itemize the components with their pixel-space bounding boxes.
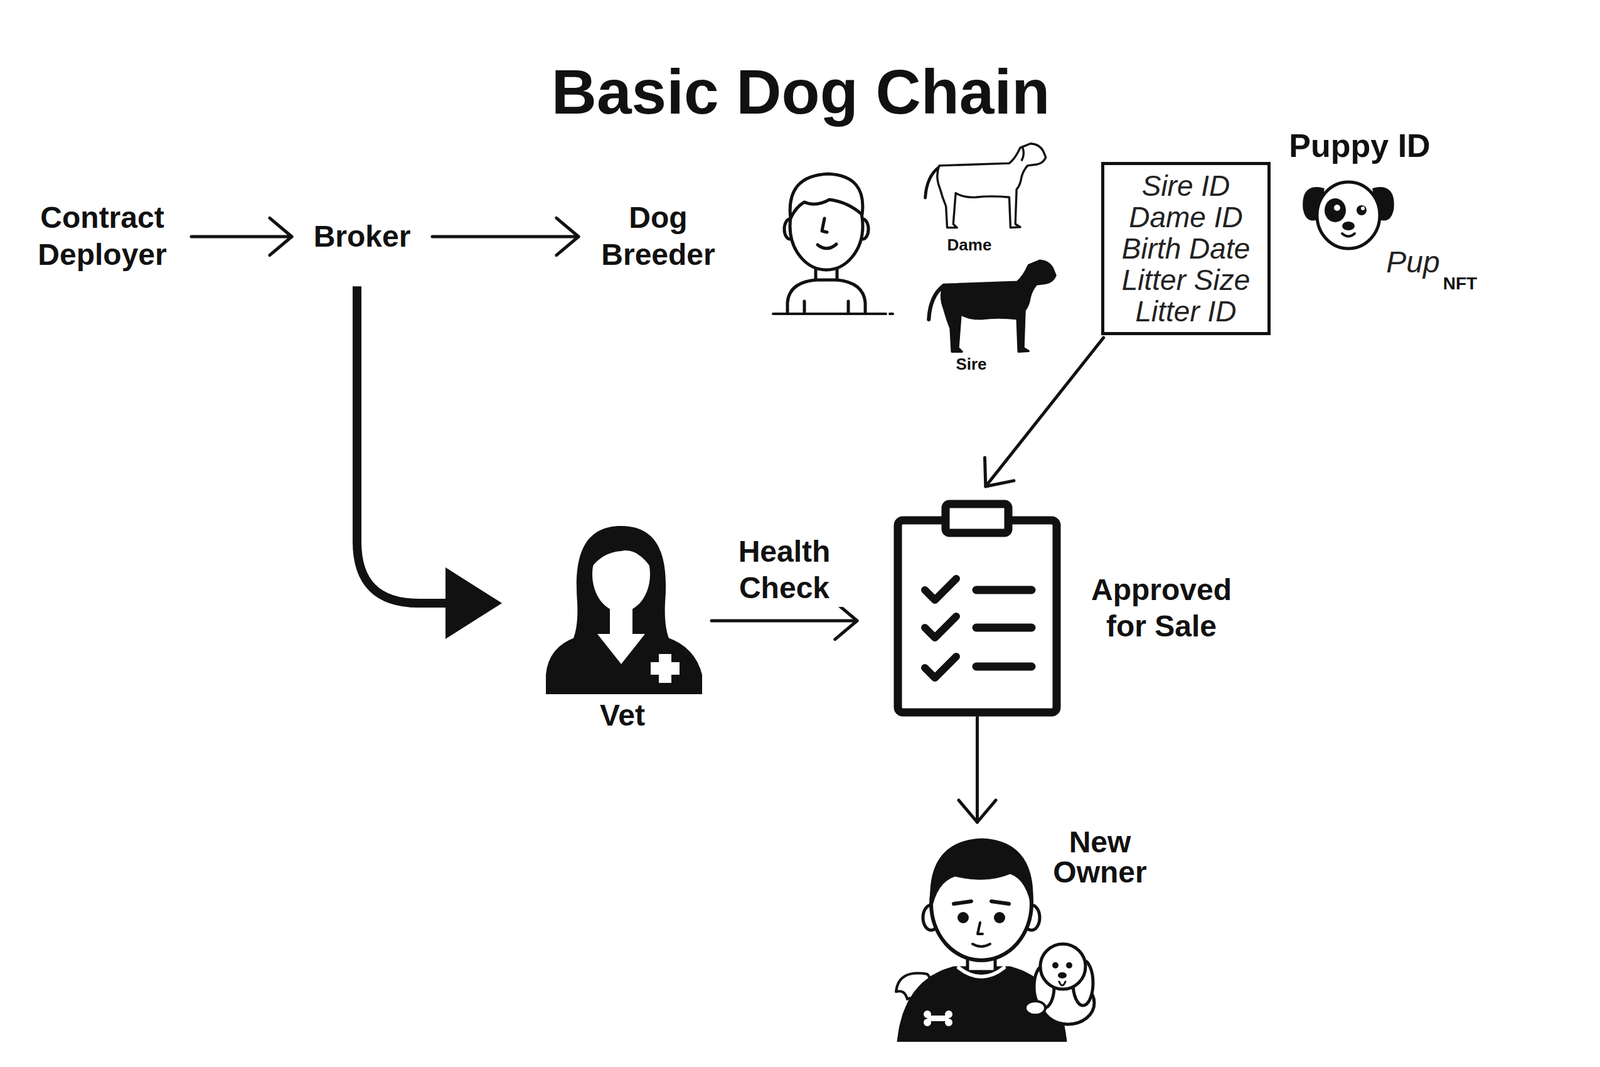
node-text: Dame ID — [1121, 201, 1251, 233]
dame-dog-part — [1021, 147, 1024, 161]
puppy-icon-part — [1360, 206, 1365, 211]
owner-icon-part — [923, 1018, 932, 1026]
puppy-icon-part — [1317, 181, 1380, 249]
node-text: Contract Deployer — [26, 199, 178, 273]
connector-line — [985, 337, 1104, 487]
breeder-icon-part — [804, 301, 849, 312]
connector-line — [975, 717, 979, 822]
connector-line — [357, 286, 447, 603]
clipboard-icon-part — [897, 520, 1057, 713]
node-text: Broker — [305, 218, 419, 256]
owner-icon-part — [930, 838, 1034, 912]
vet-icon — [545, 525, 703, 694]
breeder-icon — [773, 173, 893, 314]
owner-icon-part — [1040, 943, 1086, 989]
node-text: Vet — [540, 700, 704, 731]
owner-icon-part — [972, 943, 991, 947]
breeder-icon-part — [817, 244, 837, 249]
connector — [357, 286, 502, 639]
connector — [984, 337, 1104, 487]
puppy-icon-part — [1333, 204, 1341, 211]
node-text: New Owner — [1046, 826, 1154, 888]
breeder-icon-part — [773, 312, 893, 315]
actor-label: Dog Breeder — [592, 199, 725, 273]
connector — [191, 217, 292, 255]
arrow-head — [984, 457, 1014, 487]
vet-icon-part — [545, 633, 703, 694]
owner-icon-part — [1059, 981, 1066, 986]
breeder-icon-part — [821, 218, 827, 233]
arrow-head — [445, 567, 502, 639]
actor-label: Contract Deployer — [26, 199, 178, 273]
puppy-icon-part — [1342, 221, 1355, 231]
dog-label: Dame — [947, 235, 992, 255]
arrow-head — [835, 601, 858, 639]
owner-icon-part — [927, 1015, 949, 1021]
dame-dog-part — [937, 143, 1046, 228]
puppy-icon — [1304, 181, 1393, 249]
connector — [711, 601, 858, 639]
clipboard-icon-part — [924, 656, 957, 678]
owner-icon-part — [993, 911, 1006, 923]
sire-dog-part — [941, 260, 1056, 352]
node-text: Litter ID — [1121, 295, 1251, 327]
breeder-icon-part — [787, 279, 866, 312]
owner-icon-part — [944, 1018, 953, 1026]
clipboard-icon-part — [976, 589, 1032, 667]
puppy-icon-part — [1356, 205, 1367, 216]
vet-icon-part — [597, 633, 646, 664]
info-box: Sire IDDame IDBirth DateLitter SizeLitte… — [1101, 161, 1272, 336]
nft-label: Pup — [1386, 245, 1440, 280]
vet-node: Vet — [540, 524, 704, 731]
connector — [432, 217, 579, 255]
arrow-head — [958, 800, 996, 822]
clipboard-icon — [897, 503, 1057, 713]
node-text: Dog Breeder — [592, 199, 725, 273]
vet-icon-part — [650, 661, 680, 675]
dog-label: Sire — [955, 355, 987, 374]
clipboard-node: Approved for Sale — [893, 500, 1062, 716]
sire-dog — [928, 260, 1056, 352]
connector-line — [711, 619, 858, 623]
puppy-icon-part — [1342, 233, 1355, 237]
breeder-icon-part — [789, 173, 863, 219]
owner-icon-part — [1066, 961, 1073, 969]
connector — [958, 717, 996, 822]
owner-icon-part — [1025, 1000, 1046, 1015]
clipboard-icon-part — [924, 616, 957, 638]
owner-node: New Owner — [892, 826, 1100, 1042]
clipboard-icon-part — [945, 503, 1009, 533]
node-text: Sire ID — [1121, 170, 1251, 202]
vet-icon-part — [591, 534, 652, 568]
connector-line — [432, 234, 579, 238]
owner-icon-part — [1052, 961, 1059, 969]
clipboard-icon-part — [924, 578, 957, 600]
owner-icon-part — [1057, 971, 1067, 979]
owner-icon-part — [953, 901, 1009, 904]
owner-icon-part — [957, 911, 969, 923]
node-text: Birth Date — [1121, 232, 1251, 265]
puppy-id-heading: Puppy ID — [1288, 128, 1430, 164]
owner-icon-part — [944, 1010, 953, 1018]
vet-icon-part — [567, 525, 675, 650]
nft-subscript: NFT — [1443, 274, 1478, 294]
owner-icon-part — [958, 967, 1004, 977]
actor-label: Broker — [305, 218, 419, 256]
arrow-head — [269, 217, 292, 255]
connector-line — [191, 235, 292, 239]
node-text: Approved for Sale — [1079, 571, 1243, 644]
owner-icon-part — [923, 1010, 932, 1018]
owner-icon-part — [977, 922, 983, 934]
diagram-title: Basic Dog Chain — [551, 57, 1051, 127]
node-text: Litter Size — [1121, 264, 1251, 296]
puppy-icon-part — [1324, 198, 1346, 223]
edge-label: Health Check — [724, 533, 844, 607]
dame-dog — [925, 143, 1046, 228]
arrow-head — [556, 217, 579, 255]
